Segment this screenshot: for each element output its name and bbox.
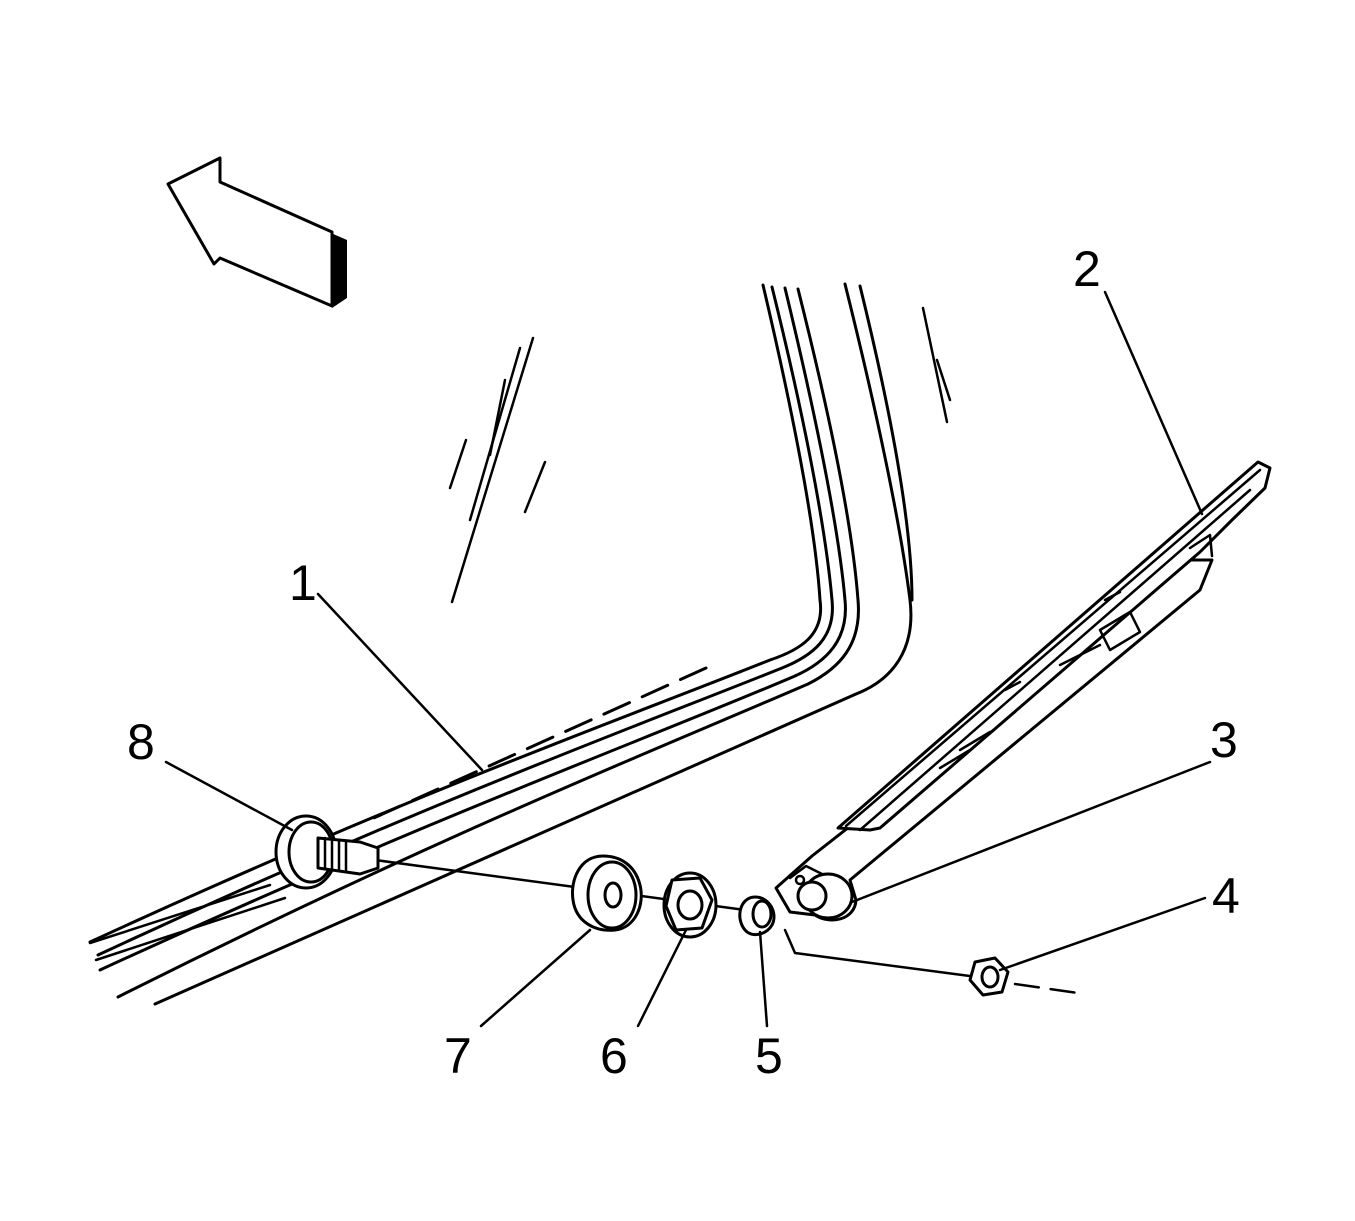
collet-5 — [738, 895, 776, 937]
callout-1: 1 — [289, 555, 317, 611]
callout-5: 5 — [755, 1028, 783, 1084]
callout-2: 2 — [1073, 241, 1101, 297]
nut-6 — [662, 871, 718, 939]
wiper-blade-2 — [836, 460, 1272, 832]
wiper-arm-3 — [774, 558, 1214, 922]
direction-arrow-icon — [166, 152, 347, 308]
callout-4: 4 — [1212, 868, 1240, 924]
callout-6: 6 — [600, 1028, 628, 1084]
nut-4 — [968, 956, 1010, 997]
callout-3: 3 — [1210, 712, 1238, 768]
callout-8: 8 — [127, 714, 155, 770]
leader-lines — [164, 290, 1212, 1028]
washer-7 — [570, 854, 643, 932]
callout-7: 7 — [444, 1028, 472, 1084]
pivot-shaft-8 — [274, 814, 380, 890]
